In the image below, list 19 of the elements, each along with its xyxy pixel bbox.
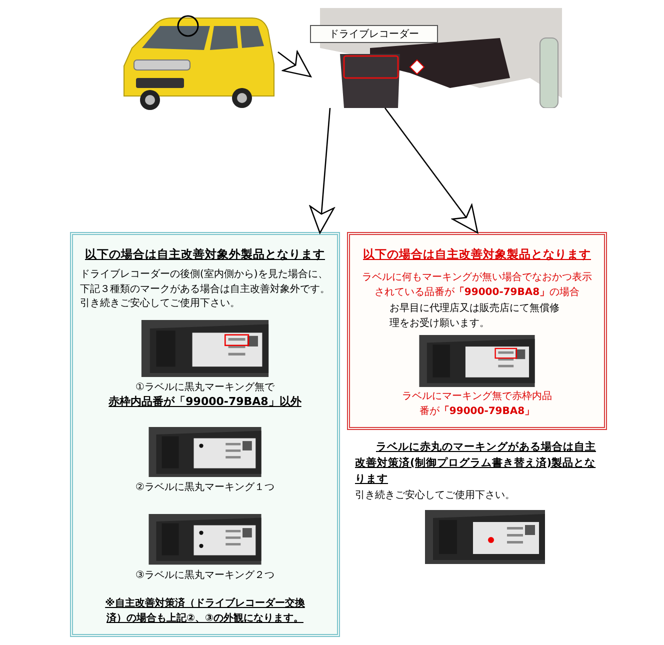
arrow — [384, 108, 478, 234]
panel-heading: 以下の場合は自主改善対象製品となります — [363, 247, 591, 262]
footnote: ※自主改善対策済（ドライブレコーダー交換済）の場合も上記②、③の外観になります。 — [105, 596, 305, 626]
photo-caption: ラベルにマーキング無で赤枠内品番が「99000-79BA8」 — [402, 390, 552, 418]
photo-caption: ③ラベルに黒丸マーキング２つ — [136, 568, 274, 582]
panel-description: ラベルに何もマーキングが無い場合でなおかつ表示されている品番が「99000-79BA8」の場合 — [361, 270, 593, 300]
photo-caption: ②ラベルに黒丸マーキング１つ — [136, 480, 274, 494]
info-panel — [70, 232, 340, 637]
info-panel — [347, 232, 607, 430]
note-heading: ラベルに赤丸のマーキングがある場合は自主改善対策済(制御プログラム書き替え済)製品となります — [355, 440, 597, 486]
callout-box: ドライブレコーダー — [310, 25, 438, 43]
panel-description: ドライブレコーダーの後側(室内側から)を見た場合に、下記３種類のマークがある場合は自主改善対象外です。引き続きご安心してご使用下さい。 — [80, 268, 330, 311]
panel-note: お早目に代理店又は販売店にて無償修理をお受け願います。 — [390, 302, 560, 330]
panel-note: ①ラベルに黒丸マーキング無で — [136, 380, 274, 394]
panel-heading: 以下の場合は自主改善対象外製品となります — [85, 247, 325, 262]
photo-caption: 赤枠内品番が「99000-79BA8」以外 — [108, 394, 302, 409]
note-text: 引き続きご安心してご使用下さい。 — [355, 488, 516, 502]
arrow — [278, 50, 312, 78]
arrow — [309, 108, 335, 234]
